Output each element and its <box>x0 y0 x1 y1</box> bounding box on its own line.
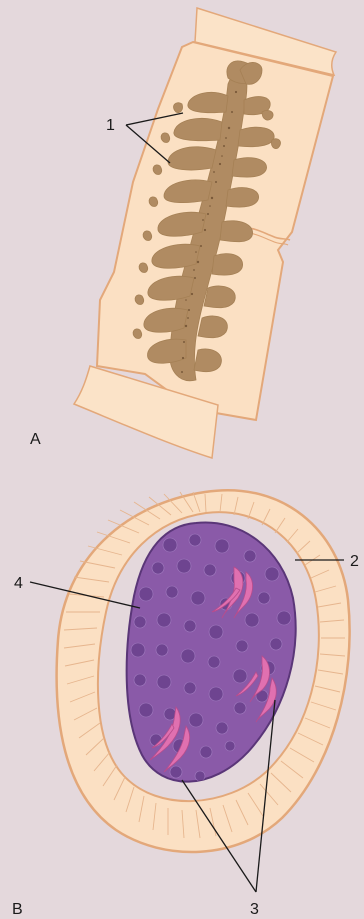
panel-b-letter: B <box>12 901 23 918</box>
panel-a-letter: A <box>30 431 41 448</box>
panel-b-drawing <box>57 490 350 852</box>
callout-2-label: 2 <box>350 553 359 570</box>
callout-3-label: 3 <box>250 901 259 918</box>
callout-1-label: 1 <box>106 117 115 134</box>
callout-4-label: 4 <box>14 575 23 592</box>
panel-a-drawing <box>74 8 336 458</box>
